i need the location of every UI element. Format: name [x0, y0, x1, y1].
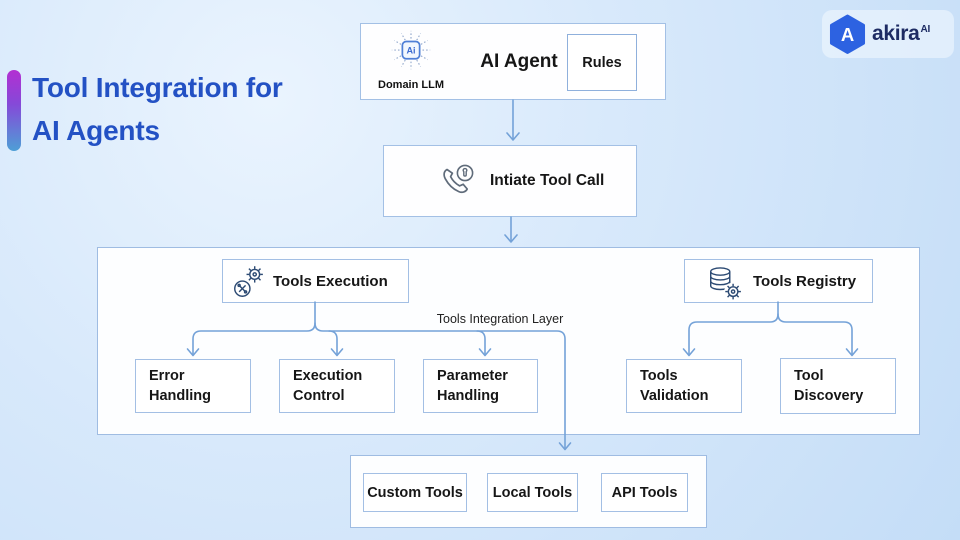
initiate-tool-call-label: Intiate Tool Call: [490, 172, 605, 189]
node-tools-validation: Tools Validation: [626, 359, 742, 413]
hexagon-logo-icon: A: [829, 14, 866, 54]
node-parameter-handling: Parameter Handling: [423, 359, 538, 413]
logo-brand-text: akira: [872, 22, 920, 45]
title-accent-bar: [7, 70, 21, 151]
node-tool-discovery: Tool Discovery: [780, 358, 896, 414]
page-title-line2: AI Agents: [32, 115, 160, 146]
node-initiate-tool-call: Intiate Tool Call: [383, 145, 637, 217]
ai-agent-label: AI Agent: [480, 50, 558, 72]
node-local-tools: Local Tools: [487, 473, 578, 512]
page-title-line1: Tool Integration for: [32, 72, 283, 103]
domain-llm-caption: Domain LLM: [378, 79, 444, 91]
database-gear-icon: [710, 267, 743, 301]
brand-logo: A akiraAI: [822, 10, 954, 58]
node-execution-control: Execution Control: [279, 359, 395, 413]
phone-tool-icon: [443, 164, 474, 194]
page-title: Tool Integration for AI Agents: [32, 66, 362, 152]
node-tools-execution: Tools Execution: [222, 259, 409, 303]
node-custom-tools: Custom Tools: [363, 473, 467, 512]
rules-box: Rules: [567, 34, 637, 91]
node-ai-agent: Ai Domain LLM AI Agent Rules: [360, 23, 666, 100]
arrowhead-initiate-to-layer: [504, 234, 518, 243]
tools-registry-label: Tools Registry: [753, 272, 857, 290]
node-error-handling: Error Handling: [135, 359, 251, 413]
logo-wordmark: akiraAI: [872, 22, 930, 46]
ai-chip-icon: Ai: [391, 30, 431, 70]
logo-ai-suffix: AI: [920, 24, 931, 35]
arrowhead-agent-to-initiate: [506, 132, 520, 141]
node-api-tools: API Tools: [601, 473, 688, 512]
tools-integration-layer-label: Tools Integration Layer: [436, 312, 564, 326]
tools-execution-label: Tools Execution: [273, 272, 388, 290]
ai-chip-label: Ai: [406, 46, 415, 56]
logo-monogram: A: [841, 24, 854, 45]
gears-tools-icon: [234, 266, 263, 297]
node-tools-registry: Tools Registry: [684, 259, 873, 303]
arrowhead-tool-types: [558, 442, 572, 451]
